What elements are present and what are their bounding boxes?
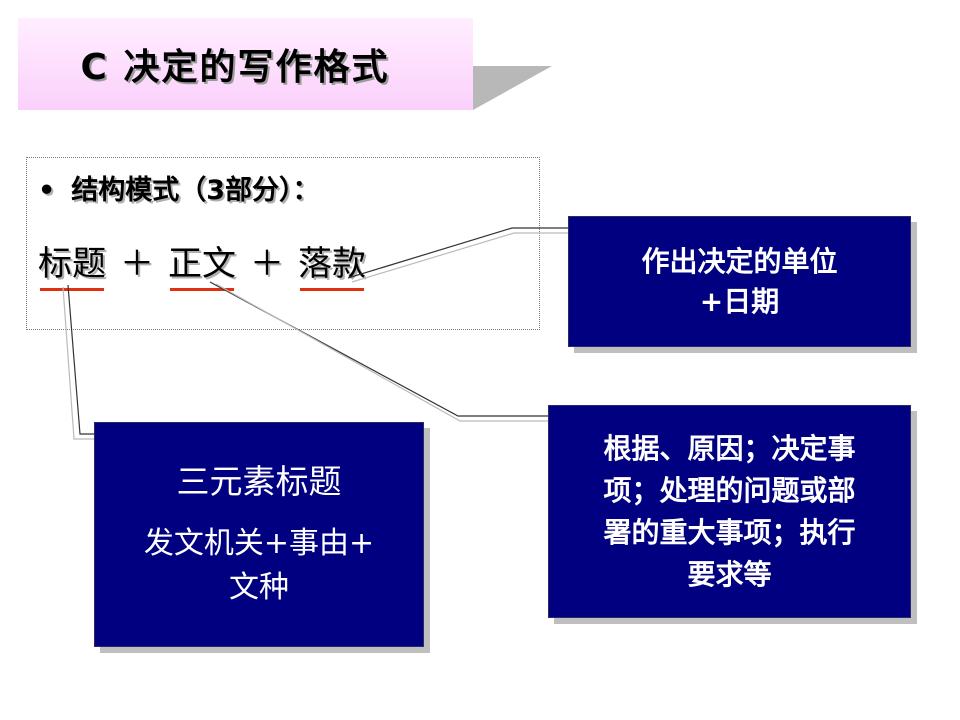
callout-body: 根据、原因；决定事 项；处理的问题或部 署的重大事项；执行 要求等 <box>548 405 911 618</box>
bullet-icon: • <box>38 175 56 206</box>
part-signature: 落款 <box>298 236 366 291</box>
plus-sign-2: ＋ <box>250 244 284 284</box>
structure-formula: 标题 ＋ 正文 ＋ 落款 <box>38 236 366 291</box>
callout-signature: 作出决定的单位 +日期 <box>568 216 911 347</box>
part-body-underline <box>170 288 234 291</box>
callout-body-line-4: 要求等 <box>687 557 772 591</box>
title-banner <box>18 18 473 110</box>
part-title: 标题 <box>38 236 106 291</box>
part-body-text: 正文 <box>168 244 236 284</box>
structure-heading: 结构模式（3部分）： <box>71 175 320 206</box>
callout-body-line-1: 根据、原因；决定事 <box>603 431 856 465</box>
part-title-underline <box>40 288 104 291</box>
part-signature-text: 落款 <box>298 244 366 284</box>
plus-sign-1: ＋ <box>120 244 154 284</box>
connector-body <box>209 281 548 417</box>
connector-signature <box>347 227 568 279</box>
callout-title-elements-line-1: 发文机关+事由+ <box>143 525 375 561</box>
part-signature-underline <box>300 288 364 291</box>
callout-title-elements-heading: 三元素标题 <box>176 461 342 501</box>
callout-body-line-2: 项；处理的问题或部 <box>603 473 856 507</box>
callout-title-elements-line-2: 文种 <box>229 569 289 605</box>
callout-signature-line-2: +日期 <box>699 284 780 318</box>
structure-box <box>26 157 540 330</box>
part-body: 正文 <box>168 236 236 291</box>
callout-title-elements: 三元素标题 发文机关+事由+ 文种 <box>94 422 424 647</box>
connector-title <box>67 284 94 435</box>
part-title-text: 标题 <box>38 244 106 284</box>
callout-signature-line-1: 作出决定的单位 <box>641 244 838 278</box>
callout-body-line-3: 署的重大事项；执行 <box>603 515 856 549</box>
page-title: C 决定的写作格式 <box>80 47 390 88</box>
structure-heading-line: • 结构模式（3部分）： <box>38 168 320 207</box>
